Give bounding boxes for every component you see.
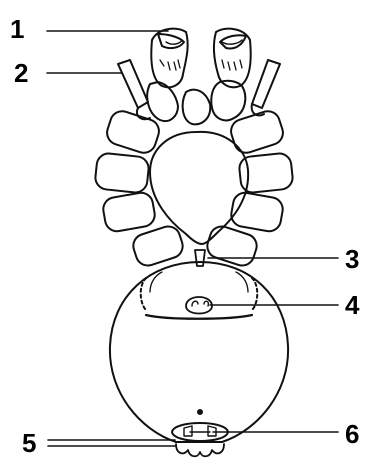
labium — [183, 90, 211, 125]
lung-slit-right — [236, 272, 248, 292]
callout-6: 6 — [345, 421, 359, 447]
coxa-left-4 — [130, 223, 186, 268]
coxa-left-2 — [94, 152, 149, 193]
abdomen — [110, 262, 288, 442]
chelicera-right — [214, 29, 251, 88]
callout-1: 1 — [10, 16, 24, 42]
spinnerets — [172, 410, 228, 456]
pedipalp-right — [252, 60, 280, 116]
callout-2: 2 — [14, 60, 28, 86]
coxa-right-3 — [229, 191, 284, 233]
callout-3: 3 — [345, 246, 359, 272]
book-lung-left — [141, 278, 146, 310]
chelicera-left — [151, 29, 187, 88]
callout-5: 5 — [22, 430, 36, 456]
endite-left — [147, 82, 178, 121]
epigastric-furrow — [146, 315, 252, 319]
coxa-left-3 — [101, 191, 156, 233]
pedicel — [195, 250, 205, 266]
callout-4: 4 — [345, 292, 359, 318]
